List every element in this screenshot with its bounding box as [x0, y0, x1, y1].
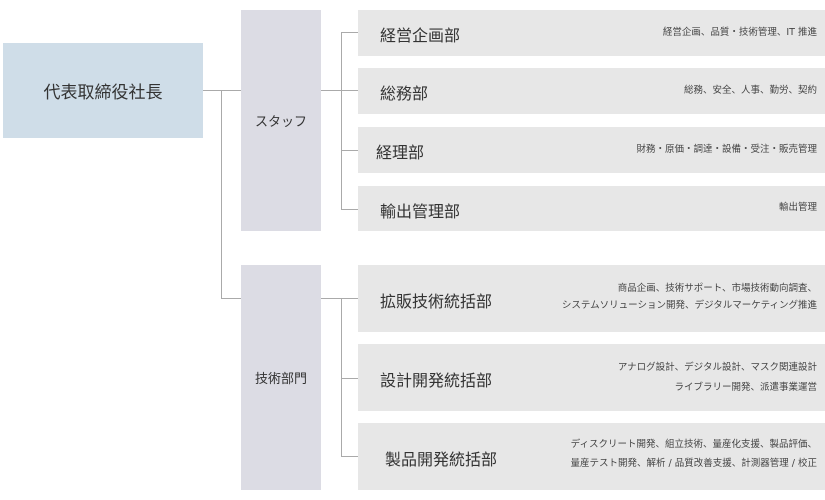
connector-trunk-tech — [221, 298, 241, 299]
connector-ceo-staff — [203, 90, 241, 91]
connector-tech-3 — [341, 456, 358, 457]
dept-desc: 輸出管理 — [778, 202, 817, 213]
dept-somu: 総務部 総務、安全、人事、勤労、契約 — [358, 68, 825, 114]
connector-staff-out — [321, 90, 341, 91]
connector-staff-bracket — [341, 32, 342, 209]
dept-keiri: 経理部 財務・原価・調達・設備・受注・販売管理 — [358, 127, 825, 173]
group-staff-label: スタッフ — [254, 115, 307, 130]
dept-desc: 経営企画、品質・技術管理、IT 推進 — [662, 27, 817, 38]
ceo-label: 代表取締役社長 — [43, 83, 163, 103]
connector-tech-1 — [341, 298, 358, 299]
group-staff: スタッフ — [241, 10, 321, 231]
connector-tech-out — [321, 298, 341, 299]
group-tech-label: 技術部門 — [254, 372, 307, 387]
dept-keiei-kikaku: 経営企画部 経営企画、品質・技術管理、IT 推進 — [358, 10, 825, 56]
dept-desc-line-2: 量産テスト開発、解析 / 品質改善支援、計測器管理 / 校正 — [570, 458, 817, 469]
dept-name: 設計開発統括部 — [380, 371, 493, 390]
connector-tech-2 — [341, 378, 358, 379]
dept-desc: 財務・原価・調達・設備・受注・販売管理 — [636, 144, 817, 155]
dept-desc-line-1: アナログ設計、デジタル設計、マスク関連設計 — [617, 362, 817, 373]
dept-name: 経理部 — [376, 143, 425, 162]
dept-desc-line-1: 商品企画、技術サポート、市場技術動向調査、 — [617, 283, 817, 294]
dept-seihin-kaihatsu: 製品開発統括部 ディスクリート開発、組立技術、量産化支援、製品評価、 量産テスト… — [358, 423, 825, 490]
dept-desc-line-2: ライブラリー開発、派遣事業運営 — [674, 382, 817, 393]
connector-staff-1 — [341, 32, 358, 33]
connector-staff-4 — [341, 209, 358, 210]
dept-name: 拡販技術統括部 — [380, 292, 493, 311]
dept-name: 経営企画部 — [380, 26, 461, 45]
connector-staff-3 — [341, 150, 358, 151]
connector-staff-2 — [341, 90, 358, 91]
dept-sekkei-kaihatsu: 設計開発統括部 アナログ設計、デジタル設計、マスク関連設計 ライブラリー開発、派… — [358, 344, 825, 411]
dept-name: 輸出管理部 — [380, 202, 461, 221]
group-tech: 技術部門 — [241, 265, 321, 490]
dept-name: 総務部 — [380, 84, 429, 103]
dept-name: 製品開発統括部 — [385, 450, 498, 469]
ceo-box: 代表取締役社長 — [3, 43, 203, 138]
dept-desc-line-2: システムソリューション開発、デジタルマーケティング推進 — [561, 300, 817, 311]
dept-desc-line-1: ディスクリート開発、組立技術、量産化支援、製品評価、 — [570, 439, 817, 450]
connector-tech-bracket — [341, 298, 342, 456]
dept-kakuhan-gijutsu: 拡販技術統括部 商品企画、技術サポート、市場技術動向調査、 システムソリューショ… — [358, 265, 825, 332]
dept-desc: 総務、安全、人事、勤労、契約 — [683, 85, 817, 96]
connector-trunk-vertical — [221, 90, 222, 298]
dept-yushutsu-kanri: 輸出管理部 輸出管理 — [358, 186, 825, 231]
